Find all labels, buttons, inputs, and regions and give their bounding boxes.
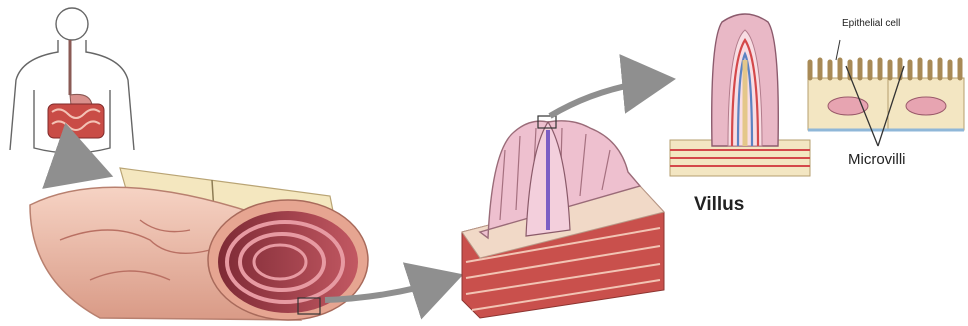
microvilli-brush-border <box>810 60 960 78</box>
human-body-figure <box>10 8 134 153</box>
intestinal-wall-block <box>462 116 664 318</box>
epithelial-cell-detail: Epithelial cell Microvilli <box>808 18 964 168</box>
villus-detail: Villus <box>670 14 810 215</box>
nucleus-right <box>906 97 946 115</box>
epithelial-cell-label: Epithelial cell <box>842 18 900 29</box>
zoom-arrow-villus <box>550 80 664 116</box>
zoom-arrow-body <box>64 140 100 172</box>
epithelial-pointer <box>836 40 840 60</box>
intestine-segment <box>30 168 368 320</box>
microvilli-label: Microvilli <box>848 151 906 168</box>
head <box>56 8 88 40</box>
villus-label: Villus <box>694 194 744 215</box>
